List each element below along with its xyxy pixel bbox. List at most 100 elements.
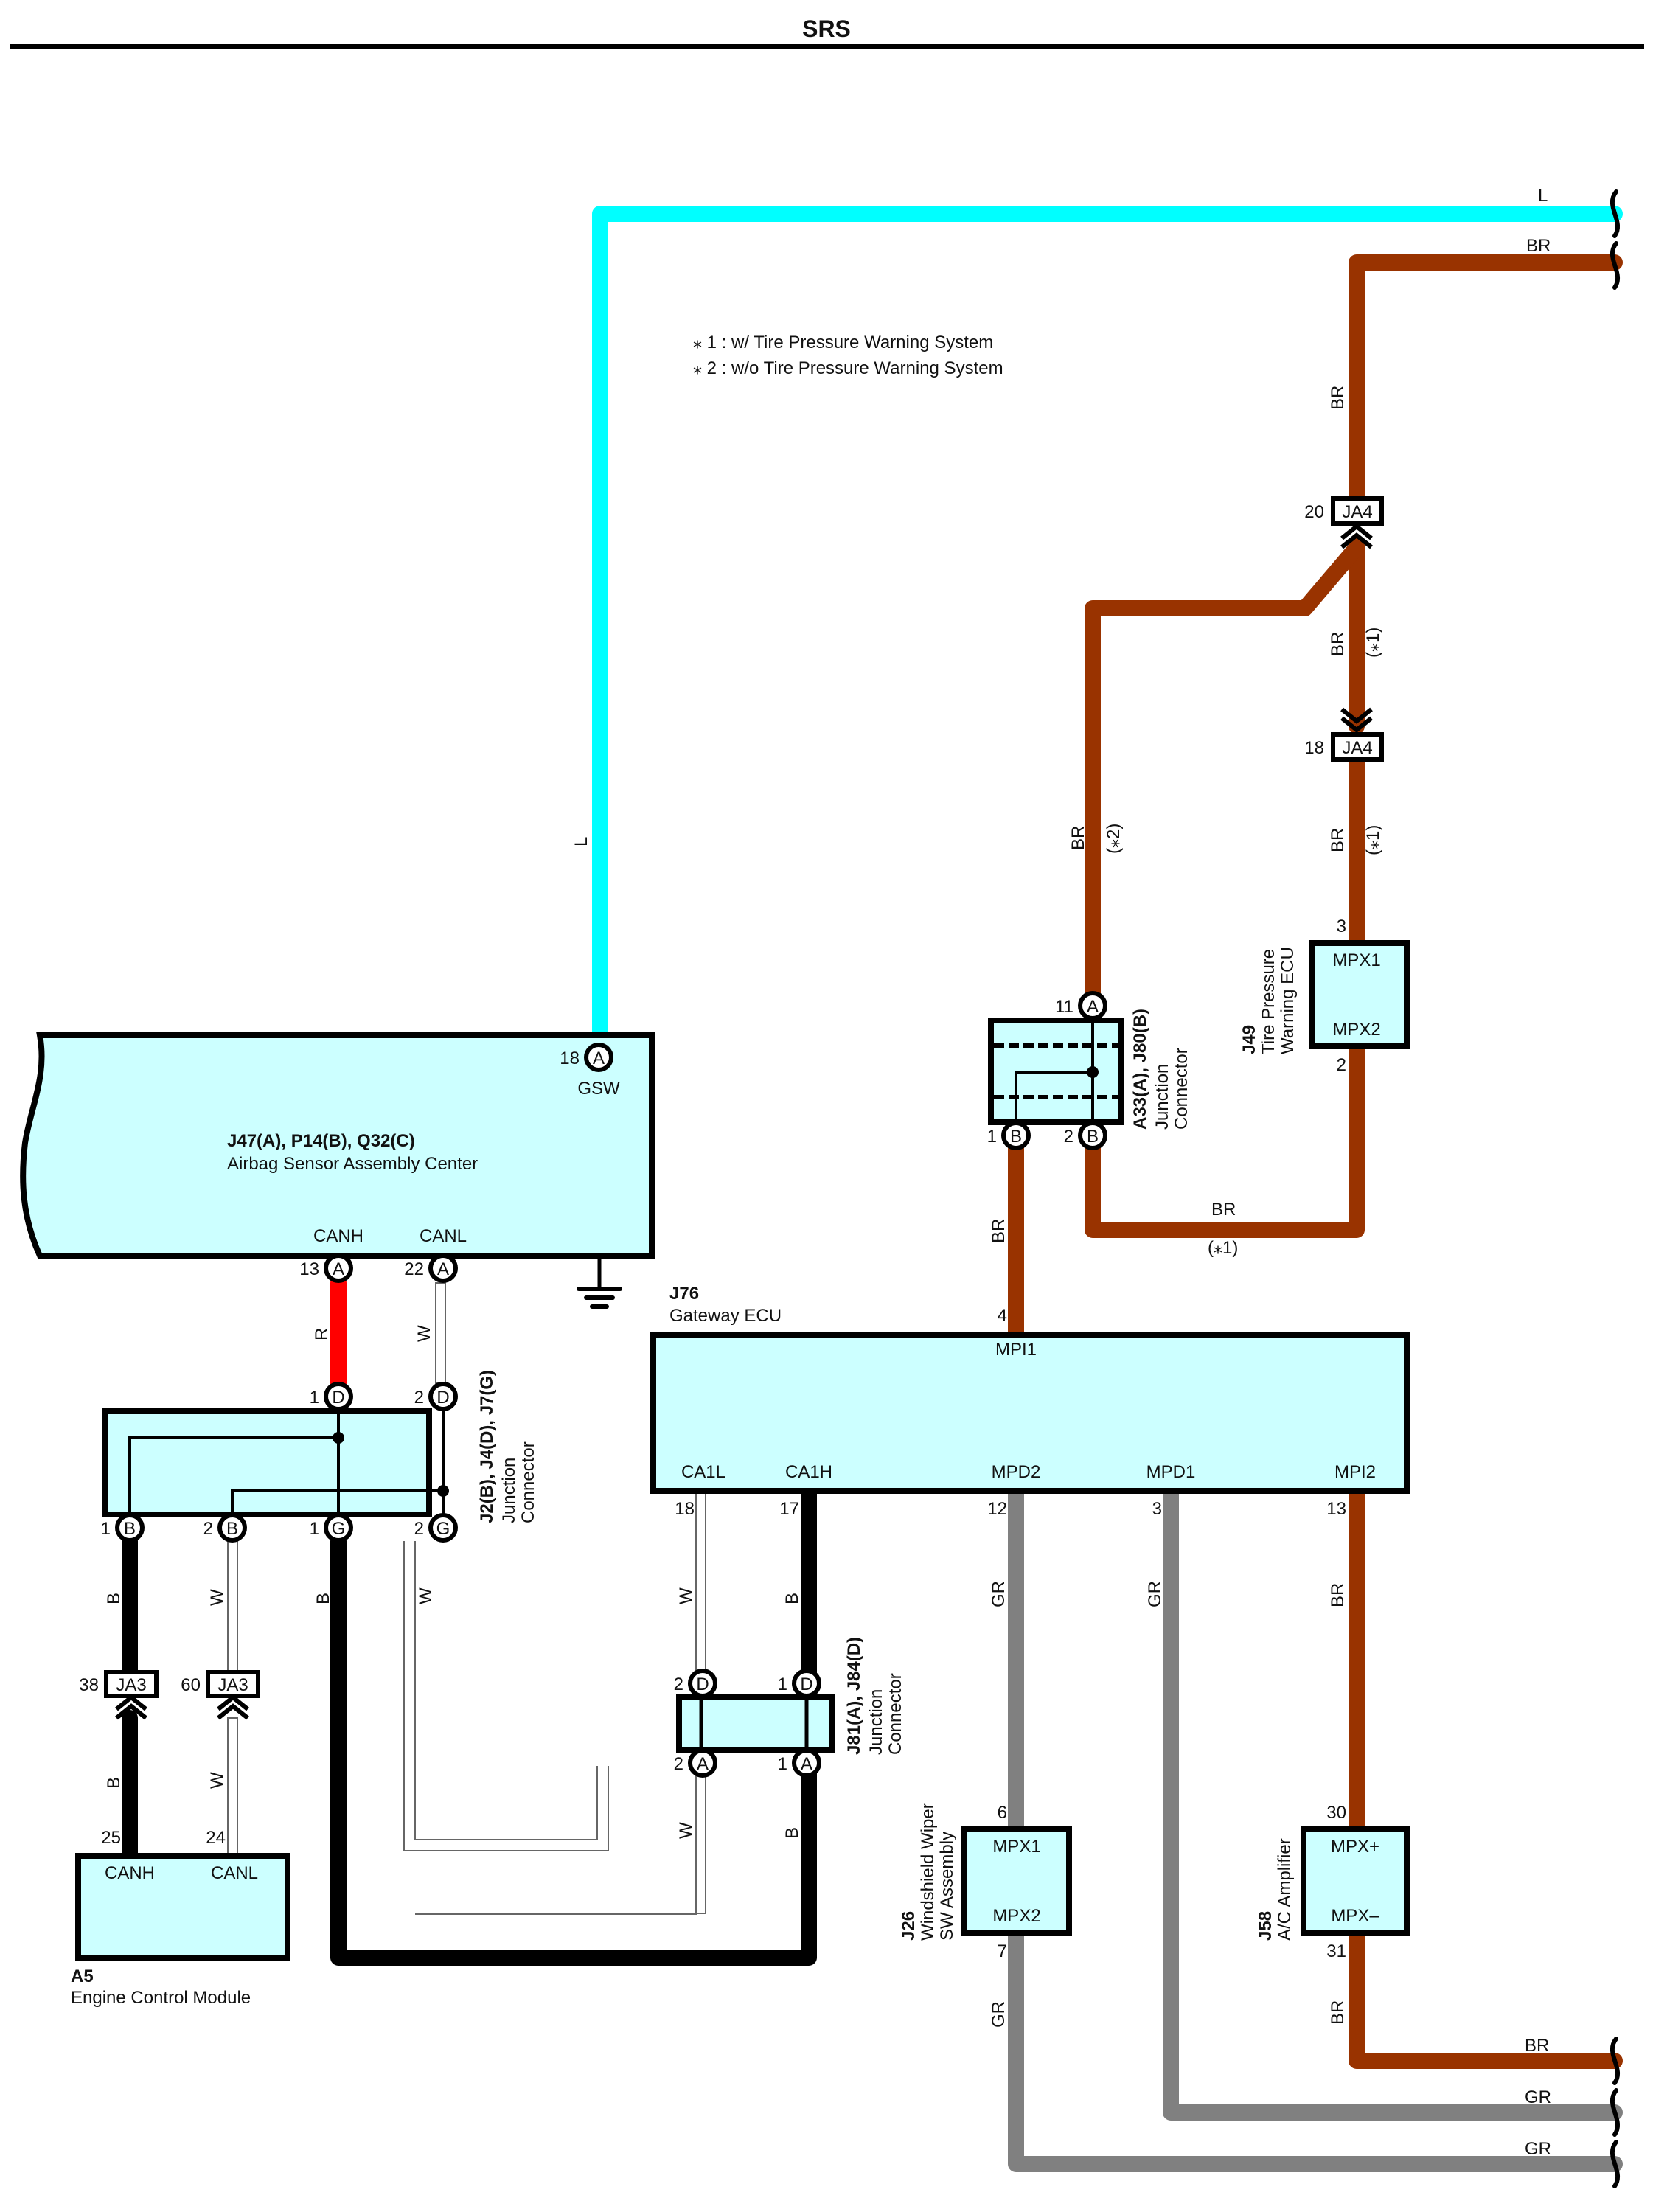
- wire-label-b-j81-low: B: [782, 1827, 802, 1839]
- a33-name2: Connector: [1172, 1048, 1191, 1130]
- svg-text:20: 20: [1304, 502, 1324, 522]
- j26-code: J26: [899, 1911, 919, 1941]
- ecm-name: Engine Control Module: [71, 1988, 251, 2008]
- svg-text:4: 4: [998, 1306, 1007, 1326]
- airbag-pin-canl: CANL: [420, 1226, 467, 1246]
- gateway-code: J76: [669, 1284, 699, 1304]
- svg-text:MPX+: MPX+: [1331, 1837, 1379, 1857]
- svg-text:MPI1: MPI1: [995, 1340, 1037, 1360]
- wire-label-w-canl: W: [414, 1325, 434, 1342]
- airbag-pin-canh: CANH: [313, 1226, 363, 1246]
- ecm-pin-canh: CANH: [105, 1863, 155, 1883]
- wire-w-ecm-upper: [227, 1540, 238, 1674]
- connector-ja4-18: JA4 18: [1304, 707, 1384, 762]
- svg-text:13: 13: [299, 1259, 319, 1279]
- j2-name2: Connector: [518, 1441, 538, 1523]
- svg-text:B: B: [124, 1519, 136, 1539]
- svg-text:1: 1: [101, 1519, 111, 1539]
- airbag-pin-gsw: GSW: [577, 1079, 620, 1099]
- wire-br-top: [1348, 254, 1623, 507]
- wire-w-ca1l: [695, 1492, 706, 1682]
- airbag-code: J47(A), P14(B), Q32(C): [227, 1131, 415, 1151]
- svg-text:MPX1: MPX1: [1332, 950, 1380, 970]
- svg-text:JA4: JA4: [1342, 738, 1372, 758]
- j81-pin-2A: A 2: [674, 1748, 717, 1778]
- svg-text:A: A: [333, 1259, 344, 1279]
- svg-text:A: A: [801, 1754, 812, 1774]
- j81-pin-1A: A 1: [778, 1748, 821, 1778]
- j2-pin-2D: D 2: [414, 1382, 458, 1411]
- svg-text:6: 6: [998, 1803, 1007, 1823]
- windshield-wiper-sw-assembly: MPX1 MPX2 6 7 J26 Windshield Wiper SW As…: [899, 1803, 1072, 1961]
- wire-gr-mpd1: [1163, 1484, 1623, 2121]
- a33-pin-1B: B 1: [987, 1121, 1031, 1150]
- svg-text:1: 1: [310, 1519, 319, 1539]
- wire-label-w-j81-low: W: [676, 1822, 696, 1839]
- svg-text:D: D: [800, 1674, 812, 1694]
- wire-label-w-1: W: [207, 1589, 227, 1606]
- wire-label-b-ca1h: B: [782, 1593, 802, 1604]
- svg-text:3: 3: [1337, 917, 1346, 936]
- svg-text:B: B: [226, 1519, 238, 1539]
- wire-label-gr-bottom-2: GR: [1525, 2139, 1551, 2159]
- j2-pin-2B: B 2: [203, 1513, 247, 1543]
- svg-text:A: A: [697, 1754, 709, 1774]
- wire-w-loop-outer: [403, 1541, 609, 1851]
- connector-ja3-60: JA3 60: [181, 1670, 260, 1720]
- svg-text:A: A: [437, 1259, 449, 1279]
- j49-name2: Warning ECU: [1278, 947, 1298, 1054]
- svg-text:CA1H: CA1H: [785, 1462, 832, 1482]
- wire-label-w-loop: W: [416, 1587, 436, 1604]
- gateway-ecu: J76 Gateway ECU MPI1 4 CA1L CA1H MPD2 MP…: [650, 1284, 1410, 1519]
- junction-connector-j2: J2(B), J4(D), J7(G) Junction Connector: [102, 1370, 538, 1526]
- wire-label-w-2: W: [207, 1772, 227, 1789]
- gateway-name: Gateway ECU: [669, 1306, 782, 1326]
- airbag-sensor-assembly: J47(A), P14(B), Q32(C) Airbag Sensor Ass…: [20, 1032, 655, 1259]
- ecm-pinnum-canl: 24: [206, 1828, 226, 1848]
- wire-gr-j26-out: [1008, 1924, 1623, 2172]
- j81-pin-2D: D 2: [674, 1669, 717, 1698]
- wire-label-br-j49: BR: [1328, 828, 1348, 852]
- svg-text:MPD2: MPD2: [992, 1462, 1041, 1482]
- svg-text:30: 30: [1326, 1803, 1346, 1823]
- svg-text:2: 2: [414, 1519, 424, 1539]
- wire-label-br-top: BR: [1526, 236, 1551, 256]
- ac-amplifier: MPX+ MPX– 30 31 J58 A/C Amplifier: [1256, 1803, 1410, 1961]
- wire-label-br-bottom: BR: [1525, 2036, 1549, 2056]
- svg-text:17: 17: [779, 1499, 799, 1519]
- wire-label-l-vertical: L: [571, 837, 591, 846]
- svg-text:MPX2: MPX2: [1332, 1020, 1380, 1040]
- a33-code: A33(A), J80(B): [1130, 1009, 1150, 1130]
- wire-label-b-loop: B: [313, 1593, 333, 1604]
- wire-break-marks: [1610, 189, 1621, 2188]
- wire-label-b-1: B: [104, 1593, 124, 1604]
- wire-label-br-j58: BR: [1328, 2000, 1348, 2025]
- svg-text:A: A: [593, 1048, 605, 1068]
- svg-text:JA4: JA4: [1342, 502, 1372, 522]
- wire-label-br-vert1: BR: [1328, 386, 1348, 410]
- svg-text:G: G: [436, 1519, 450, 1539]
- airbag-name: Airbag Sensor Assembly Center: [227, 1154, 478, 1174]
- svg-text:1: 1: [778, 1754, 787, 1774]
- svg-text:38: 38: [79, 1675, 99, 1695]
- j26-name2: SW Assembly: [937, 1832, 957, 1941]
- svg-text:18: 18: [560, 1048, 580, 1068]
- note-2: ⁎ 2 : w/o Tire Pressure Warning System: [693, 358, 1003, 378]
- svg-text:3: 3: [1152, 1499, 1162, 1519]
- a33-pin-11A: A 11: [1055, 991, 1107, 1020]
- svg-text:1: 1: [310, 1388, 319, 1408]
- wire-label-star2: (⁎2): [1104, 824, 1124, 854]
- j2-pin-2G: G 2: [414, 1513, 458, 1543]
- j26-name1: Windshield Wiper: [918, 1803, 938, 1941]
- wire-w-canl: [435, 1282, 446, 1384]
- engine-control-module: CANH CANL 25 24 A5 Engine Control Module: [71, 1828, 290, 2008]
- j81-pin-1D: D 1: [778, 1669, 821, 1698]
- wire-label-r: R: [312, 1328, 332, 1340]
- wire-label-br-mpi2: BR: [1328, 1583, 1348, 1607]
- wire-w-loop-inner: [414, 1541, 598, 1840]
- j81-name1: Junction: [866, 1689, 886, 1755]
- wire-b-loop: [330, 1533, 817, 1966]
- wire-label-br-bottom-loop: BR: [1211, 1200, 1236, 1220]
- note-1: ⁎ 1 : w/ Tire Pressure Warning System: [693, 333, 993, 352]
